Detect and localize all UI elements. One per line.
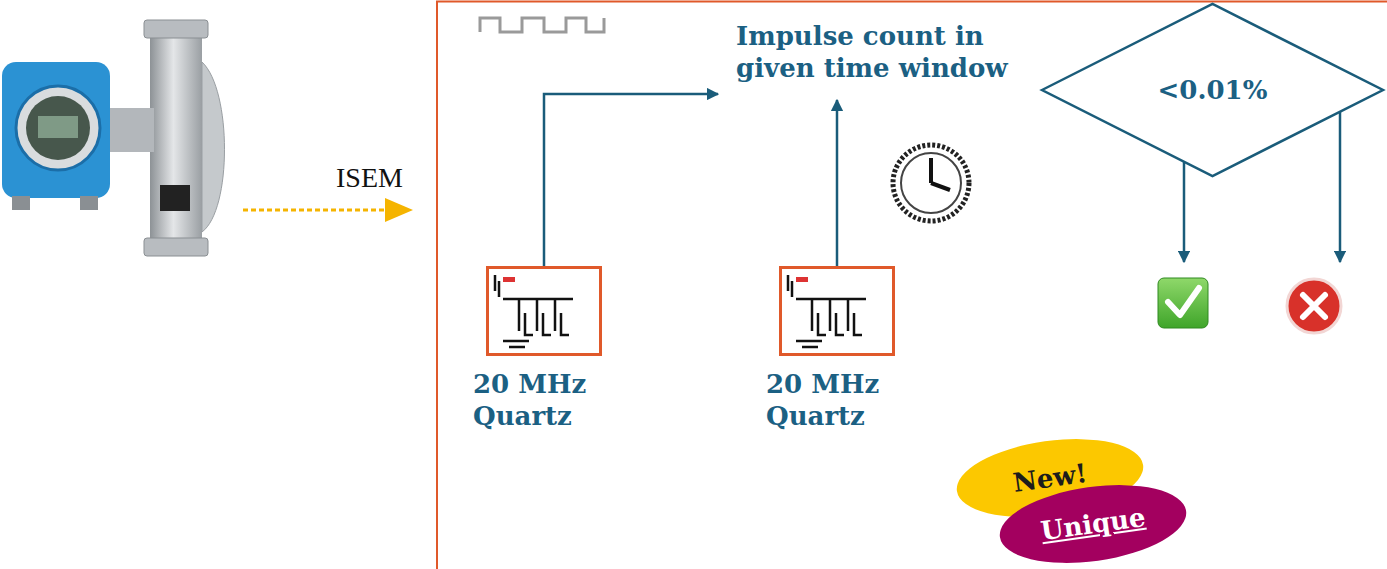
circuit-mark — [796, 277, 808, 282]
circuit-lines — [495, 275, 573, 347]
check-icon — [1158, 278, 1208, 328]
quartz-box: 20 MHz Quartz — [470, 266, 620, 432]
quartz-frame — [486, 266, 602, 356]
circuit-symbol — [782, 269, 892, 353]
signal-label: ISEM — [336, 162, 403, 194]
circuit-mark — [503, 277, 515, 282]
display-screen — [38, 116, 78, 138]
signal-connector — [836, 100, 839, 266]
dashed-arrow — [243, 209, 387, 212]
step-title: Impulse count in given time window — [736, 20, 1044, 84]
pulse-signal — [480, 18, 604, 32]
cross-mark — [1303, 295, 1325, 317]
cable-gland — [80, 196, 98, 210]
sensor-housing — [202, 62, 225, 232]
circuit-lines — [788, 275, 866, 347]
decision-arrow — [1339, 110, 1342, 262]
clock-face — [893, 145, 969, 221]
panel-outline — [437, 2, 1387, 569]
flowmeter-illustration — [2, 20, 225, 256]
check-mark — [1168, 288, 1199, 315]
cross-icon — [1287, 279, 1341, 333]
clock-hand — [929, 158, 933, 183]
quartz-caption: 20 MHz Quartz — [763, 368, 913, 432]
display — [26, 96, 90, 160]
display-ring — [16, 86, 100, 170]
quartz-frame — [779, 266, 895, 356]
quartz-caption: 20 MHz Quartz — [470, 368, 620, 432]
ellipse-shape — [995, 474, 1191, 569]
decision-label: <0.01% — [1158, 74, 1268, 106]
transmitter-housing — [2, 62, 110, 198]
decision-diamond: <0.01% — [1040, 2, 1385, 178]
quartz-box: 20 MHz Quartz — [763, 266, 913, 432]
arrow-head — [385, 198, 413, 222]
clock-hand — [931, 183, 950, 190]
clock-icon — [893, 145, 969, 221]
cable-gland — [12, 196, 30, 210]
text-block: Impulse count in given time window — [718, 14, 1058, 100]
circuit-symbol — [489, 269, 599, 353]
flange — [144, 20, 208, 38]
diamond-shape — [1042, 4, 1383, 176]
flange — [144, 238, 208, 256]
cross-circle — [1287, 279, 1341, 333]
check-box — [1158, 278, 1208, 328]
nameplate — [160, 185, 190, 211]
sensor-tube — [150, 38, 202, 238]
signal-connector — [544, 94, 718, 266]
clock-rim — [901, 153, 961, 213]
